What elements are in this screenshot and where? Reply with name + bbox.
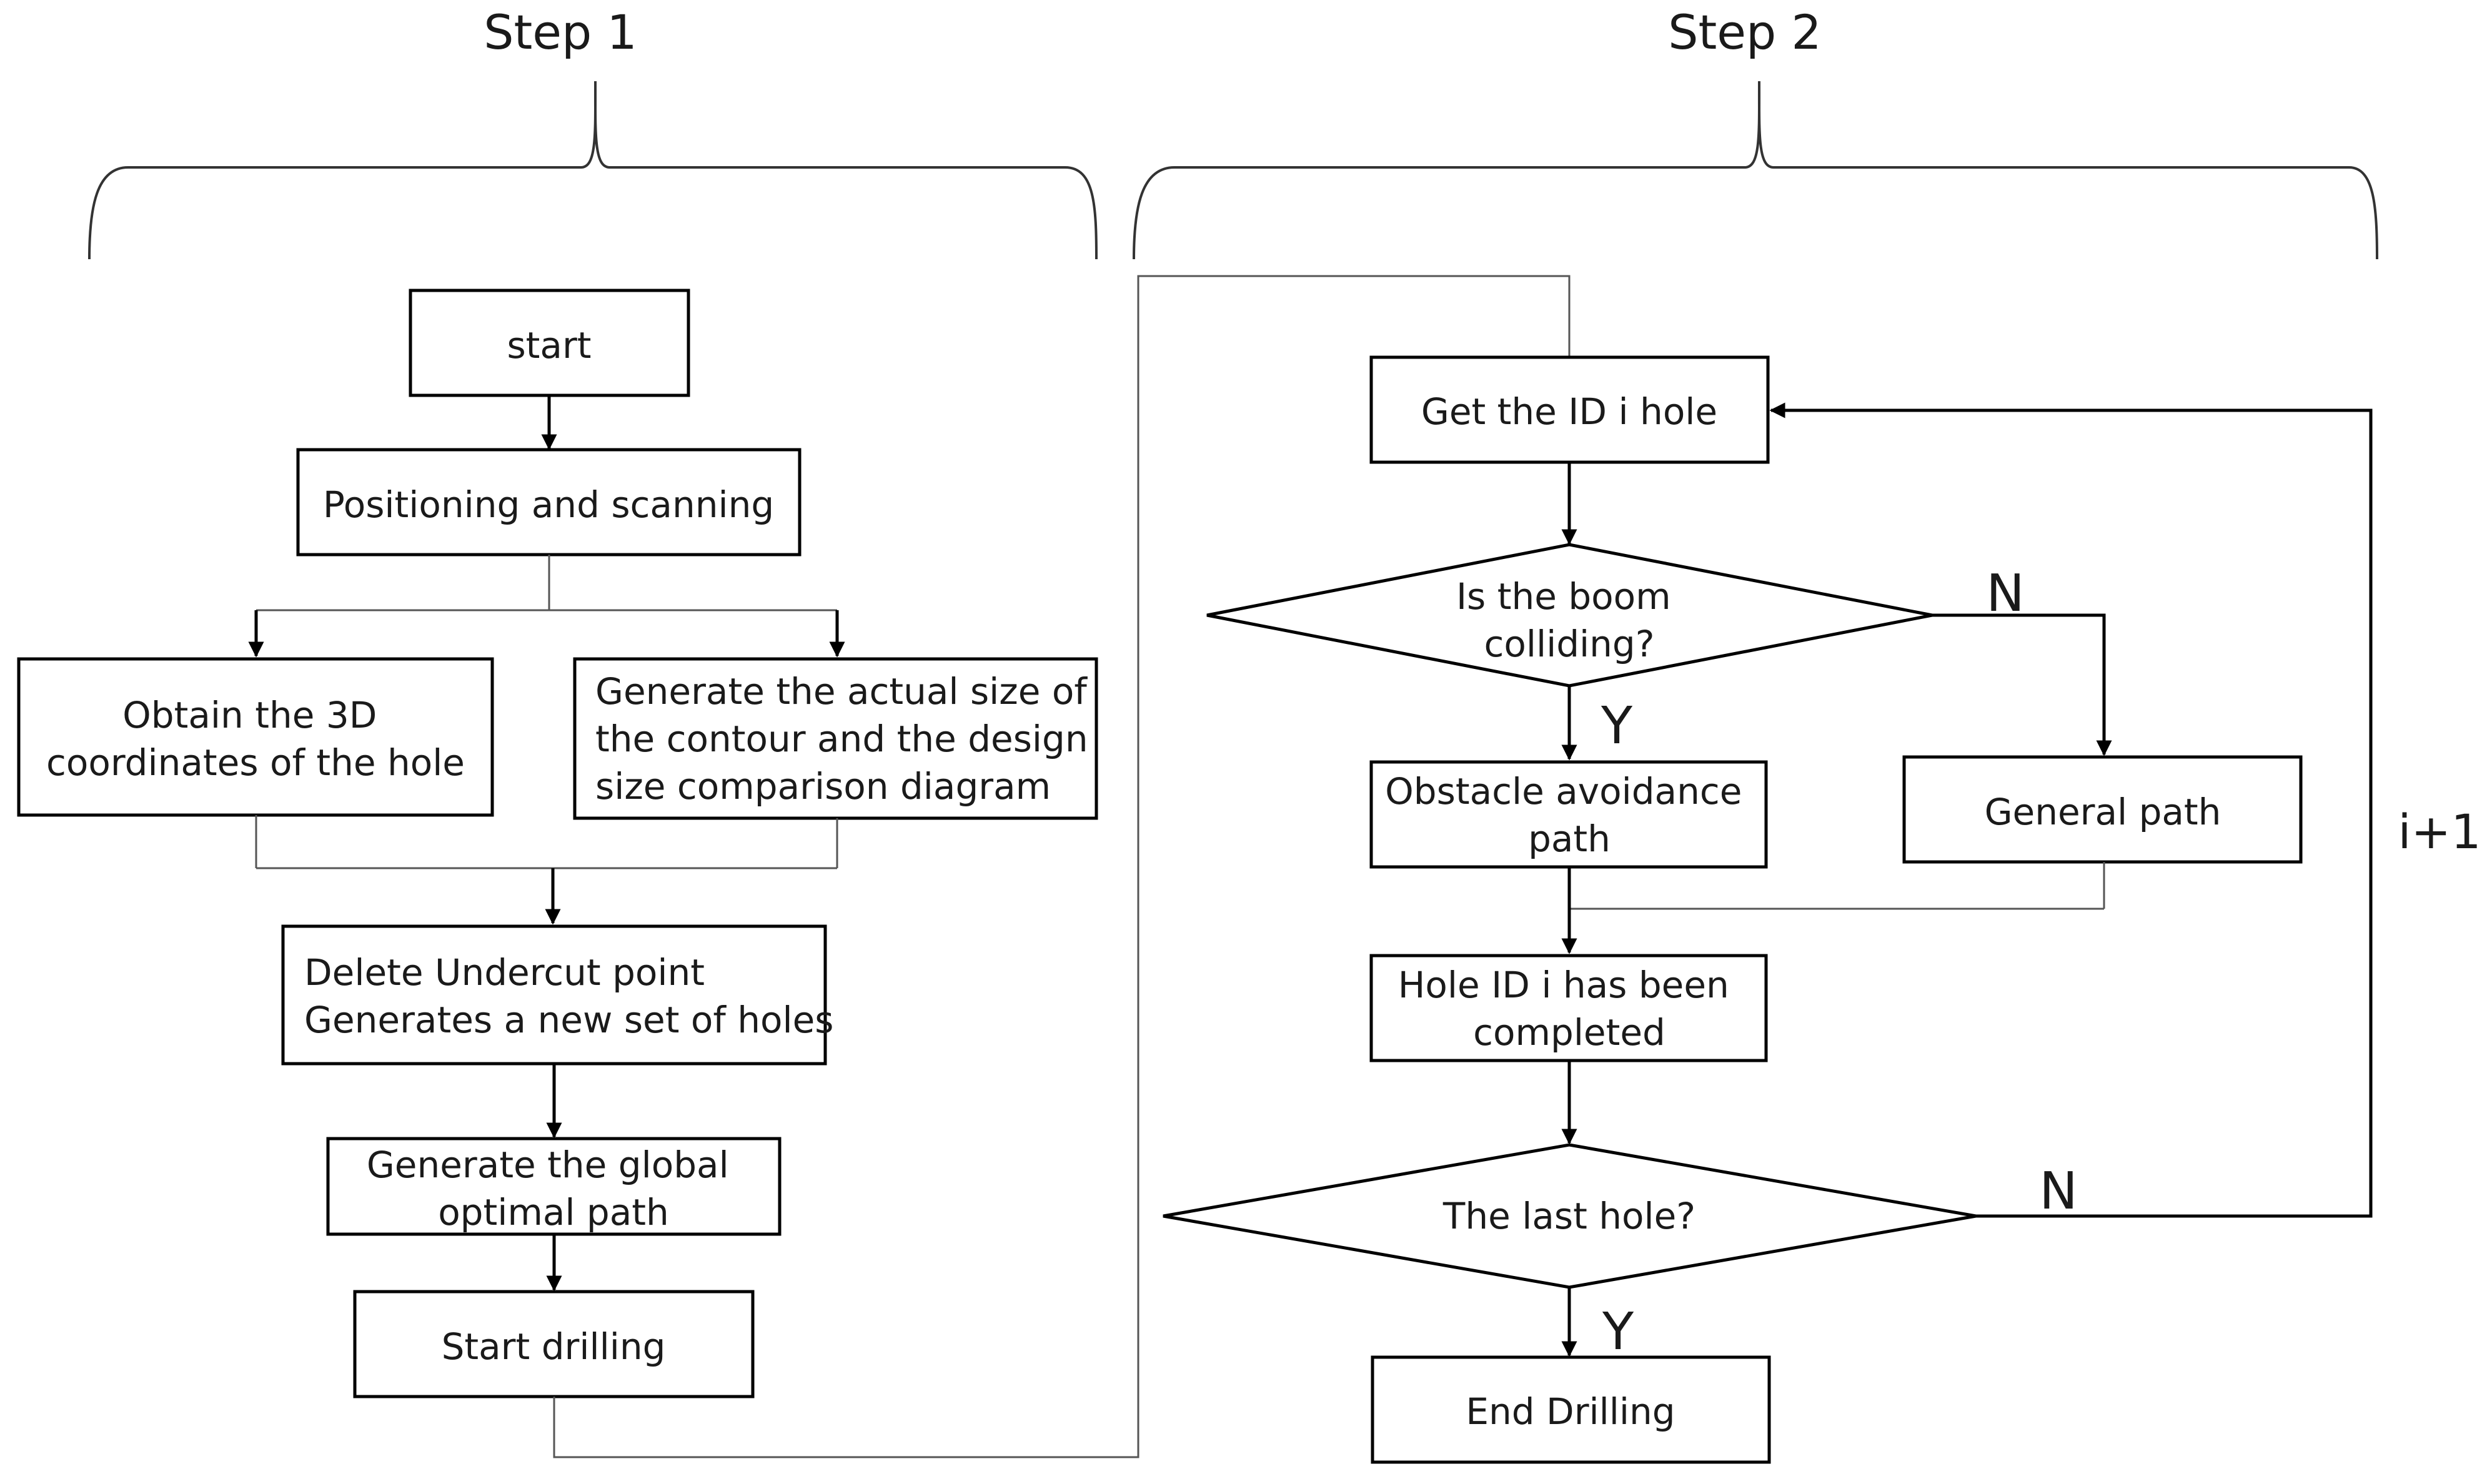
generate-contour-box (573, 657, 1098, 820)
obtain-coordinates-box (17, 657, 494, 817)
arrow-boom-no (1932, 613, 2112, 756)
global-path-box (326, 1137, 782, 1236)
start-text: start (507, 324, 591, 367)
step2-label: Step 2 (1668, 4, 1822, 60)
boom-no-label: N (1986, 564, 2024, 623)
step1-label: Step 1 (484, 4, 637, 60)
last-hole-decision-text: The last hole? (1442, 1195, 1695, 1237)
global-path-text: Generate the global optimal path (367, 1144, 740, 1234)
get-id-text: Get the ID i hole (1421, 390, 1717, 433)
loop-increment-label: i+1 (2398, 804, 2481, 859)
general-path-box (1902, 755, 2303, 864)
start-drilling-text: Start drilling (442, 1325, 666, 1368)
positioning-text: Positioning and scanning (323, 483, 774, 526)
generate-contour-text: Generate the actual size of the contour … (595, 670, 1100, 808)
arrow-loop-back (1769, 402, 2373, 1218)
get-id-box (1369, 355, 1770, 464)
boom-decision-text: Is the boom colliding? (1456, 575, 1682, 665)
step-connector (553, 275, 1571, 1458)
end-drilling-text: End Drilling (1466, 1390, 1675, 1433)
positioning-box (296, 448, 802, 556)
hole-completed-text: Hole ID i has been completed (1398, 964, 1740, 1054)
start-box (409, 289, 690, 397)
last-no-label: N (2039, 1162, 2077, 1221)
step1-brace (88, 81, 1098, 260)
general-path-text: General path (1985, 791, 2221, 833)
last-yes-label: Y (1602, 1302, 1634, 1362)
obstacle-path-text: Obstacle avoidance path (1385, 770, 1754, 860)
hole-completed-box (1369, 954, 1768, 1062)
step2-brace (1133, 81, 2378, 260)
delete-undercut-box (281, 924, 827, 1066)
obtain-coordinates-text: Obtain the 3D coordinates of the hole (46, 694, 465, 784)
delete-undercut-text: Delete Undercut point Generates a new se… (304, 951, 834, 1041)
boom-yes-label: Y (1601, 696, 1633, 756)
end-drilling-box (1371, 1355, 1771, 1464)
